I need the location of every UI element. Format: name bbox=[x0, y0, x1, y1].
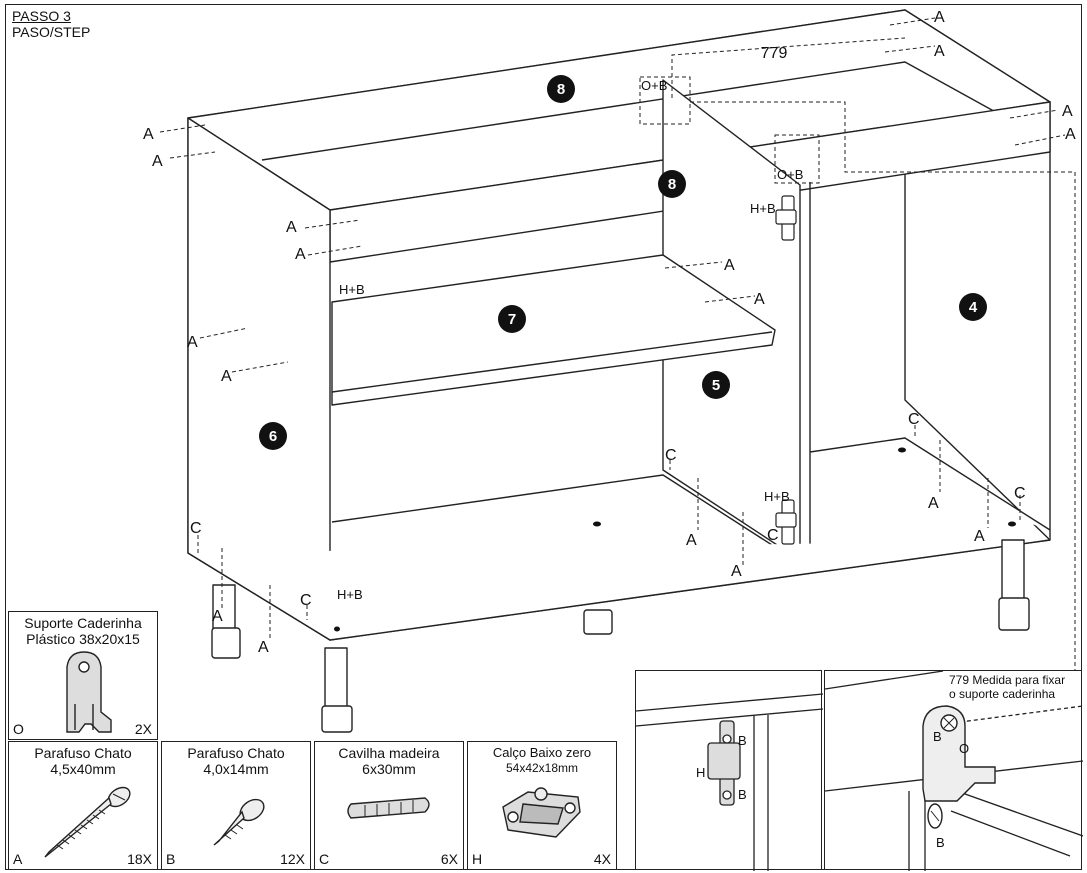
part-code: B bbox=[166, 851, 176, 867]
label-a: A bbox=[152, 153, 163, 170]
part-box-long-screw: Parafuso Chato 4,5x40mm A 18X bbox=[8, 741, 158, 870]
label-a: A bbox=[754, 291, 765, 308]
part-name: Suporte Caderinha bbox=[24, 615, 142, 631]
part-spec: 4,0x14mm bbox=[203, 761, 269, 777]
dowel-icon bbox=[347, 797, 430, 819]
dowel-c-labels: C C C C C C bbox=[190, 411, 1026, 609]
part-box-hinge-plate: Calço Baixo zero 54x42x18mm H 4X bbox=[467, 741, 617, 870]
hinge-plate-icon bbox=[502, 787, 581, 838]
label-a: A bbox=[928, 495, 939, 512]
callout-hb-lower-hinge: H+B bbox=[764, 489, 790, 504]
label-b: B bbox=[738, 787, 747, 802]
label-c: C bbox=[300, 592, 312, 609]
part-qty: 2X bbox=[134, 721, 152, 737]
part-spec: 4,5x40mm bbox=[50, 761, 116, 777]
label-a: A bbox=[187, 334, 198, 351]
label-a: A bbox=[143, 126, 154, 143]
step-number: PASSO 3 bbox=[12, 8, 71, 24]
part-spec: 6x30mm bbox=[362, 761, 416, 777]
part-name: Cavilha madeira bbox=[338, 745, 440, 761]
label-a: A bbox=[258, 639, 269, 656]
label-c: C bbox=[767, 527, 779, 544]
label-c: C bbox=[908, 411, 920, 428]
part-code: O bbox=[13, 721, 24, 737]
label-c: C bbox=[1014, 485, 1026, 502]
label-a: A bbox=[686, 532, 697, 549]
callout-hb-left-upper: H+B bbox=[339, 282, 365, 297]
panel-badge-left-side: 6 bbox=[269, 428, 277, 445]
panel-badge-right-side: 4 bbox=[969, 299, 978, 316]
label-a: A bbox=[974, 528, 985, 545]
label-b: B bbox=[936, 835, 945, 850]
label-a: A bbox=[286, 219, 297, 236]
label-a: A bbox=[724, 257, 735, 274]
part-qty: 18X bbox=[127, 851, 152, 867]
part-qty: 6X bbox=[440, 851, 458, 867]
part-name: Parafuso Chato bbox=[187, 745, 285, 761]
label-c: C bbox=[665, 447, 677, 464]
part-box-dowel: Cavilha madeira 6x30mm C 6X bbox=[314, 741, 464, 870]
panel-badge-shelf: 7 bbox=[508, 311, 516, 328]
short-screw-icon bbox=[213, 798, 265, 846]
label-h: H bbox=[696, 765, 705, 780]
label-o: O bbox=[959, 741, 969, 756]
bracket-icon bbox=[66, 651, 112, 733]
panel-badge-top-front: 8 bbox=[668, 176, 676, 193]
hinge-detail-drawing: B H B bbox=[636, 693, 823, 871]
label-a: A bbox=[731, 563, 742, 580]
part-code: A bbox=[13, 851, 23, 867]
label-b: B bbox=[738, 733, 747, 748]
detail-bracket: 779 Medida para fixar o suporte caderinh… bbox=[824, 670, 1083, 871]
label-a: A bbox=[934, 9, 945, 26]
part-name: Calço Baixo zero bbox=[492, 745, 592, 760]
part-qty: 12X bbox=[280, 851, 305, 867]
label-a: A bbox=[212, 608, 223, 625]
label-a: A bbox=[221, 368, 232, 385]
part-code: C bbox=[319, 851, 330, 867]
label-a: A bbox=[1062, 103, 1073, 120]
label-a: A bbox=[934, 43, 945, 60]
panel-badge-top-rear: 8 bbox=[557, 81, 565, 98]
callout-hb-upper-hinge: H+B bbox=[750, 201, 776, 216]
hinge-icon bbox=[775, 195, 797, 545]
label-a: A bbox=[1065, 126, 1076, 143]
detail-note-line1: 779 Medida para fixar bbox=[949, 673, 1066, 687]
part-code: H bbox=[472, 851, 483, 867]
callout-hb-left-lower: H+B bbox=[337, 587, 363, 602]
part-spec: 54x42x18mm bbox=[505, 761, 579, 775]
part-name: Parafuso Chato bbox=[34, 745, 132, 761]
long-screw-icon bbox=[44, 786, 131, 858]
bracket-detail-drawing: B O B bbox=[825, 671, 1083, 871]
part-box-bracket: Suporte Caderinha Plástico 38x20x15 O 2X bbox=[8, 611, 158, 740]
panel-badge-divider: 5 bbox=[712, 377, 720, 394]
label-a: A bbox=[295, 246, 306, 263]
step-title: PASSO 3 PASO/STEP bbox=[12, 8, 90, 40]
screw-a-labels: A A A A A A A A A A A A A A A A A A bbox=[143, 9, 1076, 656]
detail-note-line2: o suporte caderinha bbox=[949, 687, 1056, 701]
callout-ob-top: O+B bbox=[641, 78, 667, 93]
detail-hinge: B H B bbox=[635, 670, 823, 871]
panel-badges: 8 8 7 6 5 4 bbox=[259, 75, 987, 450]
callout-ob-front: O+B bbox=[777, 167, 803, 182]
label-c: C bbox=[190, 520, 202, 537]
step-subtitle: PASO/STEP bbox=[12, 24, 91, 40]
label-b: B bbox=[933, 729, 942, 744]
part-qty: 4X bbox=[593, 851, 611, 867]
part-box-short-screw: Parafuso Chato 4,0x14mm B 12X bbox=[161, 741, 311, 870]
dimension-779: 779 bbox=[761, 45, 788, 62]
part-spec: Plástico 38x20x15 bbox=[26, 631, 140, 647]
